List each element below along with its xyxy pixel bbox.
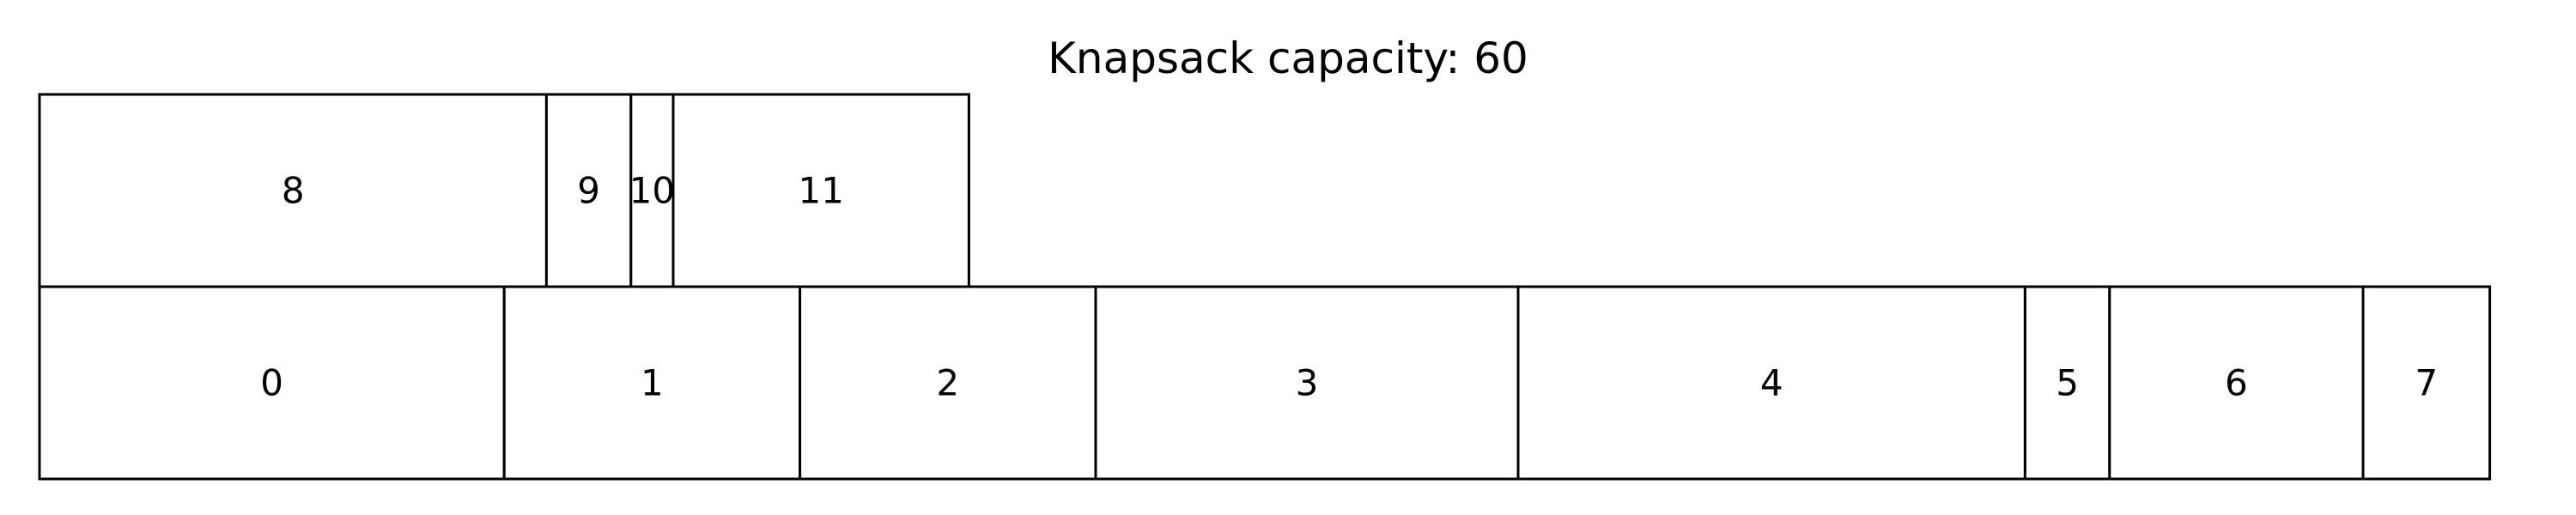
item-label-8: 8: [282, 170, 305, 212]
item-label-9: 9: [577, 170, 600, 212]
item-box-8: [38, 93, 548, 288]
item-label-0: 0: [260, 362, 283, 404]
item-label-3: 3: [1296, 362, 1319, 404]
item-label-6: 6: [2225, 362, 2248, 404]
item-label-1: 1: [641, 362, 664, 404]
item-box-5: [2023, 285, 2111, 481]
item-box-2: [799, 285, 1097, 481]
item-box-7: [2361, 285, 2492, 481]
item-label-7: 7: [2415, 362, 2438, 404]
item-box-9: [544, 93, 633, 288]
item-label-10: 10: [629, 170, 675, 212]
item-box-11: [671, 93, 970, 288]
item-label-2: 2: [936, 362, 959, 404]
item-box-3: [1094, 285, 1520, 481]
bottom-row: 0 1 2 3 4 5 6 7: [38, 285, 2492, 481]
item-label-4: 4: [1760, 362, 1783, 404]
item-box-0: [38, 285, 506, 481]
knapsack-rows: 0 1 2 3 4 5 6 7 8 9 10 11: [38, 93, 2492, 481]
item-label-5: 5: [2056, 362, 2079, 404]
item-box-4: [1516, 285, 2026, 481]
top-row: 8 9 10 11: [38, 93, 970, 288]
item-label-11: 11: [798, 170, 843, 212]
item-box-10: [629, 93, 675, 288]
page-title: Knapsack capacity: 60: [1048, 33, 1528, 83]
item-box-6: [2108, 285, 2365, 481]
